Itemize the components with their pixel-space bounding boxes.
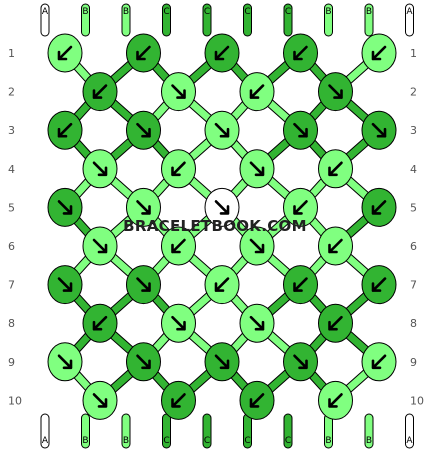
row-label-left: 5 (8, 201, 15, 214)
arrow-down-left-icon (328, 393, 343, 408)
arrow-down-right-icon (214, 122, 230, 138)
top-strand-letter: B (366, 7, 372, 17)
row-label-right: 6 (410, 240, 417, 253)
knot-layer (47, 33, 397, 420)
arrow-down-right-icon (214, 200, 230, 215)
row-label-right: 3 (410, 124, 417, 137)
row-label-right: 8 (410, 317, 417, 330)
row-label-right: 1 (410, 47, 417, 60)
arrow-down-right-icon (171, 84, 186, 99)
bottom-strand-letter: A (406, 436, 413, 446)
arrow-down-left-icon (328, 161, 343, 177)
row-label-left: 6 (8, 240, 15, 253)
arrow-down-right-icon (57, 277, 73, 292)
arrow-down-left-icon (371, 277, 387, 292)
row-label-left: 4 (8, 163, 15, 176)
bottom-strand-letter: B (366, 436, 372, 446)
arrow-down-right-icon (136, 122, 151, 138)
arrow-down-left-icon (293, 200, 308, 215)
bottom-strand-letter: B (325, 436, 331, 446)
arrow-down-left-icon (328, 238, 343, 254)
arrow-down-left-icon (171, 161, 186, 177)
bottom-strand-letter: B (82, 436, 88, 446)
row-label-left: 10 (8, 394, 22, 407)
arrow-down-right-icon (214, 354, 230, 370)
bottom-strand-letter: C (204, 436, 210, 446)
arrow-down-left-icon (92, 315, 108, 331)
arrow-down-left-icon (371, 200, 387, 215)
arrow-down-left-icon (371, 45, 387, 61)
row-label-left: 9 (8, 356, 15, 369)
bottom-strand-letter: B (123, 436, 129, 446)
arrow-down-right-icon (136, 277, 151, 292)
row-label-left: 7 (8, 279, 15, 292)
arrow-down-left-icon (293, 277, 308, 292)
row-label-left: 1 (8, 47, 15, 60)
arrow-down-right-icon (92, 238, 108, 254)
row-label-right: 9 (410, 356, 417, 369)
top-strand-letter: C (285, 7, 291, 17)
arrow-down-left-icon (249, 84, 265, 99)
arrow-down-left-icon (371, 354, 387, 370)
arrow-down-left-icon (328, 315, 343, 331)
arrow-down-left-icon (214, 45, 230, 61)
arrow-down-left-icon (136, 45, 151, 61)
arrow-down-right-icon (249, 315, 265, 331)
bottom-strand-letter: C (163, 436, 169, 446)
top-strand-letter: C (204, 7, 210, 17)
row-label-right: 2 (410, 86, 417, 99)
label-layer: A B B C C C C B B A A B B C C C C B B A 1 2 3 4 5 6 7 8 9 10 1 2 3 4 5 6 7 8 9… (8, 7, 424, 446)
top-strand-letter: C (163, 7, 169, 17)
arrow-down-right-icon (328, 84, 343, 99)
arrow-down-right-icon (57, 354, 73, 370)
arrow-down-right-icon (92, 161, 108, 177)
arrow-down-right-icon (293, 122, 308, 138)
bottom-strand-letter: A (42, 436, 49, 446)
arrow-down-left-icon (293, 45, 308, 61)
top-strand-letter: A (406, 7, 413, 17)
arrow-down-right-icon (293, 354, 308, 370)
top-strand-letter: B (325, 7, 331, 17)
arrow-down-left-icon (57, 45, 73, 61)
arrow-down-left-icon (57, 122, 73, 138)
arrow-down-left-icon (92, 84, 108, 99)
top-strand-letter: A (42, 7, 49, 17)
arrow-down-left-icon (214, 277, 230, 292)
row-label-right: 4 (410, 163, 417, 176)
top-strand-letter: B (82, 7, 88, 17)
arrow-down-right-icon (249, 161, 265, 177)
top-strand-letter: C (244, 7, 250, 17)
bottom-strand-letter: C (244, 436, 250, 446)
top-strand-letter: B (123, 7, 129, 17)
arrow-down-right-icon (136, 354, 151, 370)
row-label-left: 8 (8, 317, 15, 330)
arrow-down-right-icon (371, 122, 387, 138)
arrow-down-right-icon (92, 393, 108, 408)
arrow-down-right-icon (57, 200, 73, 215)
bottom-strand-letter: C (285, 436, 291, 446)
arrow-down-left-icon (249, 393, 265, 408)
arrow-down-left-icon (171, 393, 186, 408)
row-label-right: 5 (410, 201, 417, 214)
row-label-right: 7 (410, 279, 417, 292)
row-label-left: 2 (8, 86, 15, 99)
arrow-down-right-icon (249, 238, 265, 254)
watermark: BRACELETBOOK.COM (123, 217, 307, 235)
arrow-down-right-icon (136, 200, 151, 215)
row-label-left: 3 (8, 124, 15, 137)
arrow-down-left-icon (171, 238, 186, 254)
row-label-right: 10 (410, 394, 424, 407)
arrow-down-right-icon (171, 315, 186, 331)
